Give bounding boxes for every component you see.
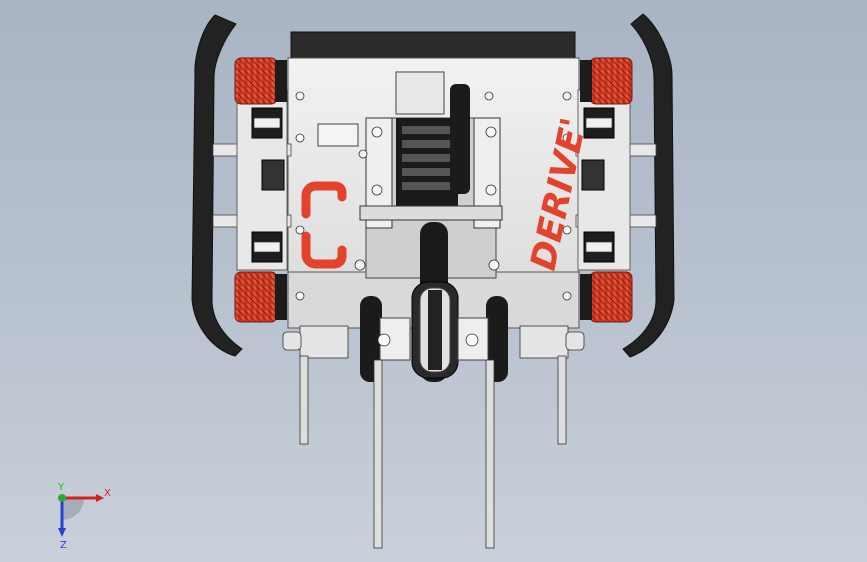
z-axis-label: Z bbox=[60, 540, 67, 550]
y-axis-label: Y bbox=[57, 482, 65, 493]
bolts bbox=[295, 91, 572, 347]
x-axis-head bbox=[96, 494, 104, 502]
drive-motors bbox=[251, 107, 615, 263]
triad-shadow bbox=[62, 498, 84, 520]
motor-caps bbox=[253, 117, 613, 253]
y-axis-dot bbox=[58, 494, 66, 502]
wheel-front-left bbox=[234, 57, 287, 105]
center-mechanism bbox=[359, 84, 508, 382]
wheel-rear-left bbox=[234, 271, 287, 323]
rear-bar bbox=[290, 31, 576, 59]
left-bumper bbox=[191, 14, 243, 357]
x-axis-label: X bbox=[104, 488, 111, 499]
logo-c-mark bbox=[301, 181, 347, 269]
wheel-rear-right bbox=[580, 271, 633, 323]
forks bbox=[299, 355, 567, 549]
front-brackets bbox=[282, 325, 585, 359]
sensor-plate bbox=[395, 71, 445, 115]
orientation-triad[interactable]: X Y Z bbox=[40, 480, 120, 550]
right-bumper bbox=[622, 13, 675, 358]
small-bracket bbox=[317, 123, 359, 147]
wheel-front-right bbox=[580, 57, 633, 105]
z-axis-head bbox=[58, 528, 66, 537]
